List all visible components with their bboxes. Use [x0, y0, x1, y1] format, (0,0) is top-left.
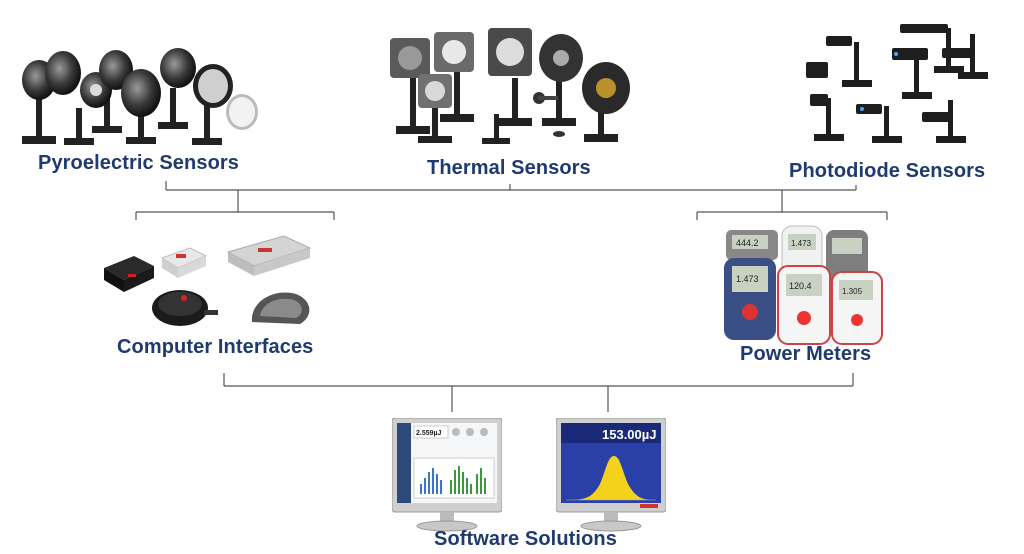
computer-interfaces-label: Computer Interfaces [117, 336, 314, 358]
power-meters-label: Power Meters [740, 343, 872, 365]
meter-readout-5: 1.305 [842, 287, 863, 296]
monitor-left-readout: 2.559µJ [416, 430, 442, 437]
thermal-sensors-image [384, 28, 640, 148]
photodiode-sensors-image [796, 14, 992, 156]
meter-readout-1: 444.2 [736, 238, 759, 248]
software-solutions-label: Software Solutions [434, 528, 617, 550]
monitor-right-readout: 153.00µJ [602, 427, 656, 442]
power-meters-image: 444.2 1.473 1.473 120.4 1.305 [718, 222, 890, 346]
pyroelectric-sensors-image [8, 48, 258, 150]
thermal-sensors-label: Thermal Sensors [427, 157, 591, 179]
meter-readout-2: 1.473 [791, 239, 812, 248]
pyroelectric-sensors-label: Pyroelectric Sensors [38, 152, 239, 174]
software-monitor-right: 153.00µJ [556, 418, 666, 532]
meter-readout-4: 120.4 [789, 281, 812, 291]
software-monitor-left: 2.559µJ [392, 418, 502, 532]
meter-readout-3: 1.473 [736, 274, 759, 284]
computer-interfaces-image [100, 230, 330, 334]
photodiode-sensors-label: Photodiode Sensors [789, 160, 986, 182]
